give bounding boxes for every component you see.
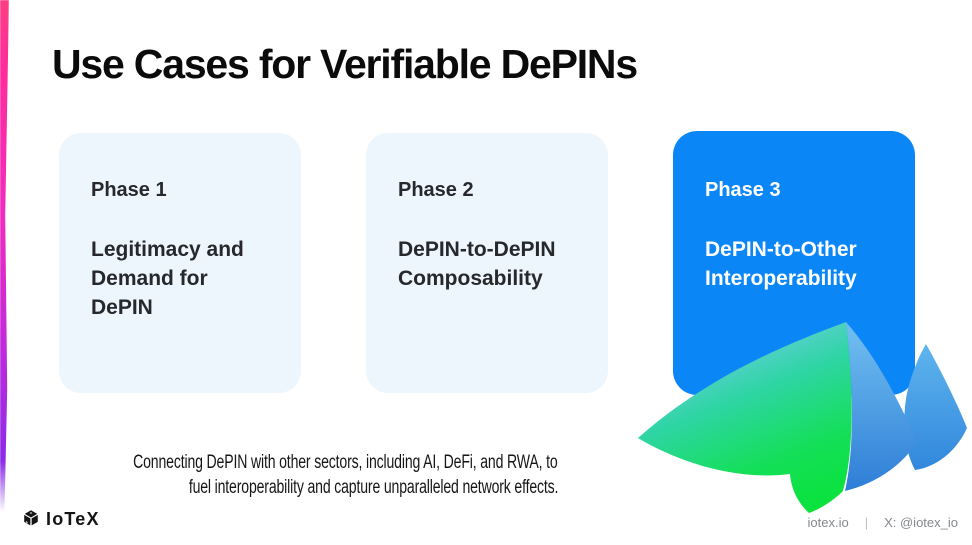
phase-label: Phase 2: [398, 179, 474, 201]
phase-card-text-line: Demand for DePIN: [91, 267, 208, 319]
phase-label: Phase 3: [705, 179, 781, 201]
phase-card-1: Phase 1 Legitimacy and Demand for DePIN: [59, 133, 301, 393]
phase-card-text: DePIN-to-DePIN Composability: [398, 235, 580, 293]
phase-card-2: Phase 2 DePIN-to-DePIN Composability: [366, 133, 608, 393]
description-line-1: Connecting DePIN with other sectors, inc…: [133, 452, 559, 473]
phase-label: Phase 1: [91, 179, 167, 201]
iotex-cube-icon: [24, 510, 38, 526]
phase-card-text-line: Composability: [398, 267, 543, 290]
x-social-link[interactable]: X: @iotex_io: [884, 515, 958, 530]
iotex-logo: IoTeX: [20, 508, 100, 530]
phase-card-text: DePIN-to-Other Interoperability: [705, 235, 887, 293]
description-line-2: fuel interoperability and capture unpara…: [188, 477, 559, 498]
phase-card-3: Phase 3 DePIN-to-Other Interoperability: [673, 131, 915, 395]
phase-card-text: Legitimacy and Demand for DePIN: [91, 235, 273, 322]
phase-card-text-line: Interoperability: [705, 267, 857, 290]
footer-links: iotex.io | X: @iotex_io: [808, 515, 959, 530]
phase-card-text-line: DePIN-to-DePIN: [398, 238, 556, 261]
phase-card-text-line: Legitimacy and: [91, 238, 244, 261]
footer-separator: |: [864, 515, 869, 530]
phase-card-text-line: DePIN-to-Other: [705, 238, 857, 261]
slide-title: Use Cases for Verifiable DePINs: [52, 41, 638, 88]
slide-description: Connecting DePIN with other sectors, inc…: [0, 450, 559, 504]
website-link[interactable]: iotex.io: [807, 515, 849, 530]
iotex-wordmark: IoTeX: [46, 508, 100, 529]
edge-gradient-strip: [0, 0, 9, 512]
